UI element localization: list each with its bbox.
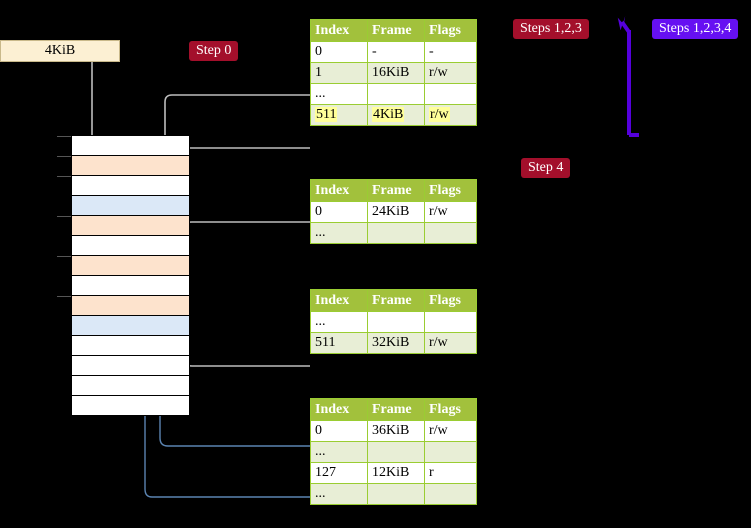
cell-index: ... — [310, 83, 368, 105]
physical-memory-column — [71, 135, 190, 416]
table-row: ... — [310, 311, 477, 333]
cell-flags: r/w — [424, 332, 477, 354]
table-row: ... — [310, 483, 477, 505]
cell-flags: - — [424, 41, 477, 63]
memory-row — [72, 316, 189, 336]
cell-frame — [367, 83, 425, 105]
memory-row — [72, 276, 189, 296]
memory-row — [72, 256, 189, 276]
column-header-index: Index — [310, 179, 368, 202]
table-row: 0 24KiB r/w — [310, 201, 477, 223]
cell-flags — [424, 483, 477, 505]
cell-index: 127 — [310, 462, 368, 484]
table-row: 0 36KiB r/w — [310, 420, 477, 442]
memory-row — [72, 336, 189, 356]
cell-index: ... — [310, 483, 368, 505]
cell-frame: 32KiB — [367, 332, 425, 354]
table-row: ... — [310, 83, 477, 105]
column-header-index: Index — [310, 19, 368, 42]
memory-tick — [57, 296, 71, 297]
table-row: 511 32KiB r/w — [310, 332, 477, 354]
memory-row — [72, 216, 189, 236]
cell-index: 0 — [310, 201, 368, 223]
cell-flags — [424, 222, 477, 244]
table-header-row: Index Frame Flags — [310, 289, 477, 312]
cell-flags — [424, 441, 477, 463]
memory-row — [72, 156, 189, 176]
column-header-flags: Flags — [424, 179, 477, 202]
cell-flags: r/w — [424, 420, 477, 442]
memory-row — [72, 396, 189, 416]
steps-1234-label: Steps 1,2,3,4 — [652, 19, 739, 39]
memory-row — [72, 376, 189, 396]
cell-flags: r — [424, 462, 477, 484]
page-table-pml4: Index Frame Flags 0 - - 1 16KiB r/w ... — [310, 19, 477, 126]
memory-tick — [57, 216, 71, 217]
cell-frame: 36KiB — [367, 420, 425, 442]
memory-row — [72, 236, 189, 256]
cell-flags — [424, 83, 477, 105]
table-header-row: Index Frame Flags — [310, 179, 477, 202]
cell-index: 0 — [310, 420, 368, 442]
column-header-frame: Frame — [367, 19, 425, 42]
table-row: 1 16KiB r/w — [310, 62, 477, 84]
table-header-row: Index Frame Flags — [310, 19, 477, 42]
column-header-flags: Flags — [424, 19, 477, 42]
cell-index: 0 — [310, 41, 368, 63]
cell-index: 511 — [310, 332, 368, 354]
page-table-pdpt: Index Frame Flags 0 24KiB r/w ... — [310, 179, 477, 244]
page-table-pt: Index Frame Flags 0 36KiB r/w ... 127 12… — [310, 398, 477, 505]
cell-index: 511 — [310, 104, 368, 126]
cell-index: ... — [310, 222, 368, 244]
memory-tick — [57, 176, 71, 177]
cell-index: ... — [310, 441, 368, 463]
frame-4kib-box: 4KiB — [0, 40, 120, 62]
memory-row — [72, 176, 189, 196]
cell-frame: 16KiB — [367, 62, 425, 84]
column-header-flags: Flags — [424, 398, 477, 421]
column-header-frame: Frame — [367, 398, 425, 421]
table-row: 127 12KiB r — [310, 462, 477, 484]
column-header-frame: Frame — [367, 179, 425, 202]
memory-row — [72, 196, 189, 216]
column-header-flags: Flags — [424, 289, 477, 312]
step-4-label: Step 4 — [521, 158, 571, 178]
memory-tick — [57, 156, 71, 157]
cell-frame — [367, 222, 425, 244]
column-header-frame: Frame — [367, 289, 425, 312]
cell-index: ... — [310, 311, 368, 333]
memory-tick — [57, 256, 71, 257]
table-row-highlighted: 511 4KiB r/w — [310, 104, 477, 126]
column-header-index: Index — [310, 289, 368, 312]
cell-flags-text: r/w — [429, 107, 450, 122]
cell-frame — [367, 311, 425, 333]
cell-frame — [367, 483, 425, 505]
memory-row — [72, 296, 189, 316]
table-row: ... — [310, 441, 477, 463]
cell-flags — [424, 311, 477, 333]
page-table-pd: Index Frame Flags ... 511 32KiB r/w — [310, 289, 477, 354]
memory-row — [72, 356, 189, 376]
table-row: 0 - - — [310, 41, 477, 63]
cell-flags: r/w — [424, 62, 477, 84]
cell-frame: 12KiB — [367, 462, 425, 484]
cell-index-text: 511 — [315, 107, 338, 122]
cell-frame: 4KiB — [367, 104, 425, 126]
table-row: ... — [310, 222, 477, 244]
column-header-index: Index — [310, 398, 368, 421]
steps-123-label: Steps 1,2,3 — [513, 19, 589, 39]
cell-index: 1 — [310, 62, 368, 84]
memory-row — [72, 136, 189, 156]
cell-frame: - — [367, 41, 425, 63]
cell-flags: r/w — [424, 104, 477, 126]
step-0-label: Step 0 — [189, 41, 239, 61]
cell-frame — [367, 441, 425, 463]
cell-flags: r/w — [424, 201, 477, 223]
table-header-row: Index Frame Flags — [310, 398, 477, 421]
cell-frame: 24KiB — [367, 201, 425, 223]
cell-frame-text: 4KiB — [372, 107, 405, 122]
memory-tick — [57, 136, 71, 137]
